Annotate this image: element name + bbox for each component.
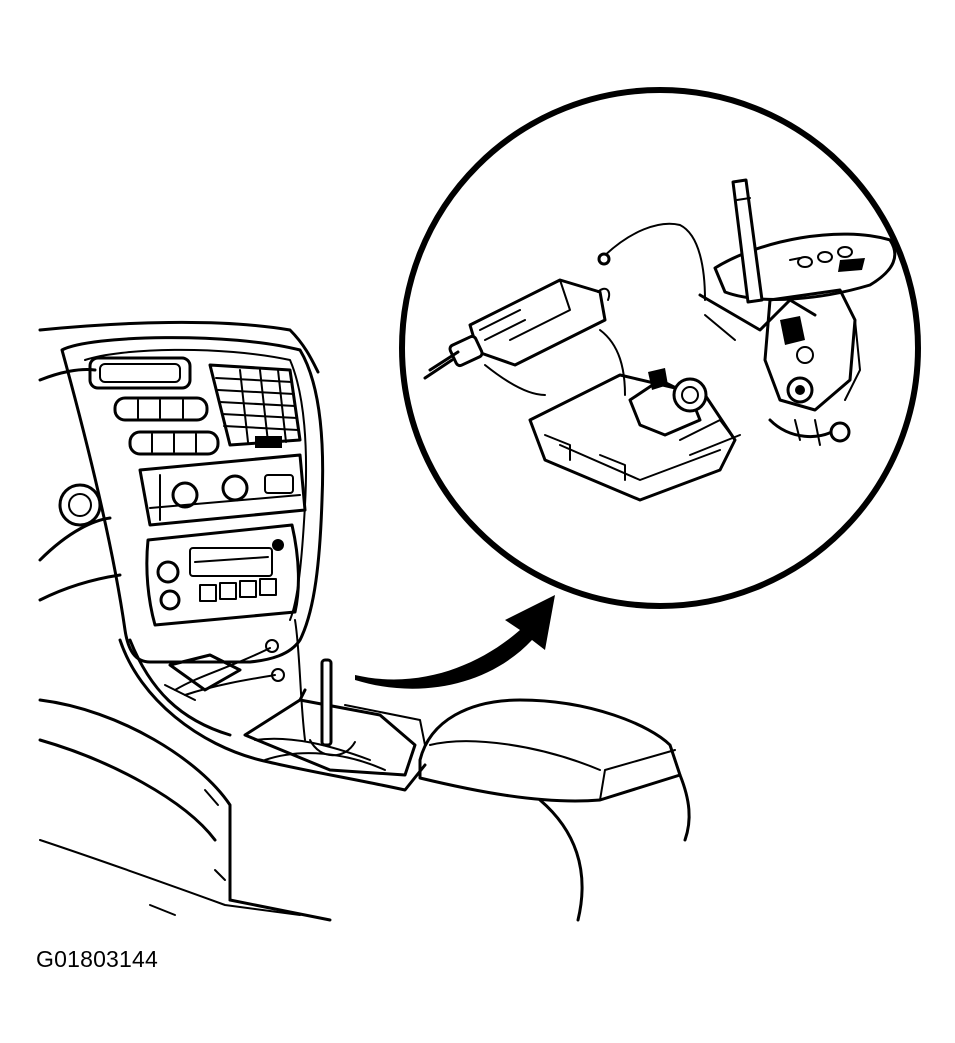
lower-stack-cables [128, 619, 306, 741]
detail-shift-lever [731, 178, 764, 304]
display-window [88, 356, 192, 390]
detent-linkage [763, 288, 861, 446]
switch-row-lower [128, 430, 282, 456]
shift-lever [309, 658, 356, 757]
detail-magnifier [399, 87, 921, 609]
armrest-lid [418, 698, 691, 842]
actuator-wiring [484, 222, 706, 396]
vent-grille [208, 363, 302, 447]
switch-row-upper [113, 396, 209, 422]
center-stack-bezel [60, 336, 325, 664]
callout-arrow [355, 595, 555, 689]
seat-and-floor [38, 698, 584, 922]
radio-unit [145, 523, 300, 627]
shift-lock-actuator [423, 278, 611, 380]
shifter-base-bracket [528, 293, 817, 502]
figure-code: G01803144 [36, 946, 159, 972]
climate-control-panel [138, 453, 307, 527]
instrument-panel [38, 320, 320, 602]
